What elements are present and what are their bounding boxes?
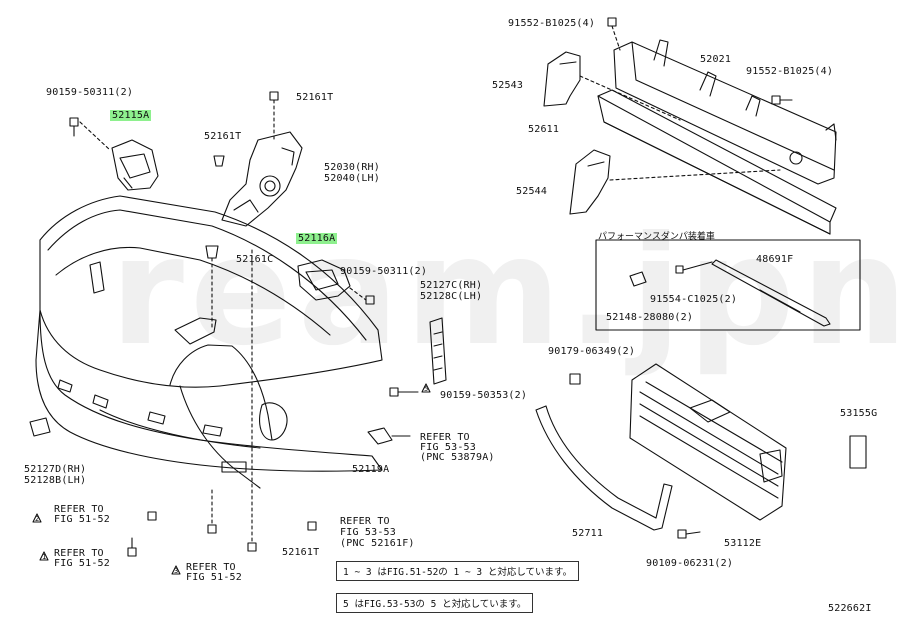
clip-52161T-top (269, 91, 279, 141)
bracket-52030-52040 (221, 131, 303, 227)
label-53112E: 53112E (724, 538, 762, 549)
label-52128C: 52128C(LH) (420, 291, 483, 302)
clip-52161C (205, 245, 219, 331)
bumper-cover-52119A (35, 195, 383, 489)
note-fig-51-52: 1 ~ 3 はFIG.51-52の 1 ~ 3 と対応しています。 (336, 561, 580, 581)
bracket-52115A (111, 139, 159, 191)
molding-52711 (535, 405, 673, 531)
label-48691F: 48691F (756, 254, 794, 265)
label-53155G: 53155G (840, 408, 878, 419)
label-52711: 52711 (572, 528, 604, 539)
label-52543: 52543 (492, 80, 524, 91)
label-refer-53-53-b-pnc: (PNC 52161F) (340, 538, 415, 549)
label-90179: 90179-06349(2) (548, 346, 636, 357)
label-refer-51-52-c-fig: FIG 51-52 (186, 572, 242, 583)
label-performance-damper: パフォーマンスダンパ装着車 (598, 232, 715, 242)
label-52116A: 52116A (296, 233, 338, 244)
label-52161C: 52161C (236, 254, 274, 265)
marker-5: 5 (424, 385, 429, 393)
reinforcement-52021 (613, 39, 837, 185)
marker-3: 3 (174, 567, 179, 575)
label-refer-51-52-c: REFER TO (186, 562, 236, 573)
label-90159-50353: 90159-50353(2) (440, 390, 528, 401)
label-refer-51-52-b: REFER TO (54, 548, 104, 559)
label-90159-50311-top: 90159-50311(2) (46, 87, 134, 98)
label-refer-53-53-b: REFER TO (340, 516, 390, 527)
screw-91552-top (607, 17, 621, 51)
label-52040: 52040(LH) (324, 173, 380, 184)
label-refer-51-52-a-fig: FIG 51-52 (54, 514, 110, 525)
label-refer-51-52-a: REFER TO (54, 504, 104, 515)
bracket-52543 (543, 51, 581, 107)
clip-90179 (569, 373, 581, 385)
performance-damper-box (595, 239, 861, 331)
label-refer-53-53-a-pnc: (PNC 53879A) (420, 452, 495, 463)
label-52128B: 52128B(LH) (24, 475, 87, 486)
label-refer-51-52-b-fig: FIG 51-52 (54, 558, 110, 569)
label-52119A: 52119A (352, 464, 390, 475)
label-52161T-mid: 52161T (204, 131, 242, 142)
lower-screws (127, 249, 317, 557)
label-refer-53-53-b-fig: FIG 53-53 (340, 527, 396, 538)
bracket-52116A (297, 259, 375, 305)
label-52021: 52021 (700, 54, 732, 65)
screw-90109 (677, 529, 701, 539)
label-52161T-top: 52161T (296, 92, 334, 103)
label-52030: 52030(RH) (324, 162, 380, 173)
marker-1: 1 (42, 553, 47, 561)
bolt-90159-50311-top (69, 117, 111, 151)
label-91552-top: 91552-B1025(4) (508, 18, 596, 29)
label-52127D: 52127D(RH) (24, 464, 87, 475)
label-52148: 52148-28080(2) (606, 312, 694, 323)
label-52161T-bot: 52161T (282, 547, 320, 558)
retainer-52127C (429, 317, 447, 385)
label-91554: 91554-C1025(2) (650, 294, 738, 305)
note-fig-53-53: 5 はFIG.53-53の 5 と対応しています。 (336, 593, 534, 613)
label-52611: 52611 (528, 124, 560, 135)
absorber-52611 (597, 89, 837, 235)
connector-53879A (367, 427, 411, 445)
bracket-52544 (569, 149, 611, 215)
clip-52161T-mid (213, 155, 225, 167)
label-90109: 90109-06231(2) (646, 558, 734, 569)
triangle-markers (32, 383, 431, 575)
grille-53112E (629, 363, 787, 521)
label-52127C: 52127C(RH) (420, 280, 483, 291)
label-90159-50311-mid: 90159-50311(2) (340, 266, 428, 277)
label-52544: 52544 (516, 186, 548, 197)
label-52115A: 52115A (110, 110, 152, 121)
label-91552-right: 91552-B1025(4) (746, 66, 834, 77)
label-refer-53-53-a: REFER TO (420, 432, 470, 443)
diagram-id: 522662I (828, 603, 872, 614)
screw-91552-right (771, 95, 793, 105)
label-refer-53-53-a-fig: FIG 53-53 (420, 442, 476, 453)
clip-52127D (29, 417, 51, 437)
bolt-90159-50353 (389, 387, 419, 397)
marker-2: 2 (35, 515, 40, 523)
emblem-53155G (849, 435, 867, 469)
